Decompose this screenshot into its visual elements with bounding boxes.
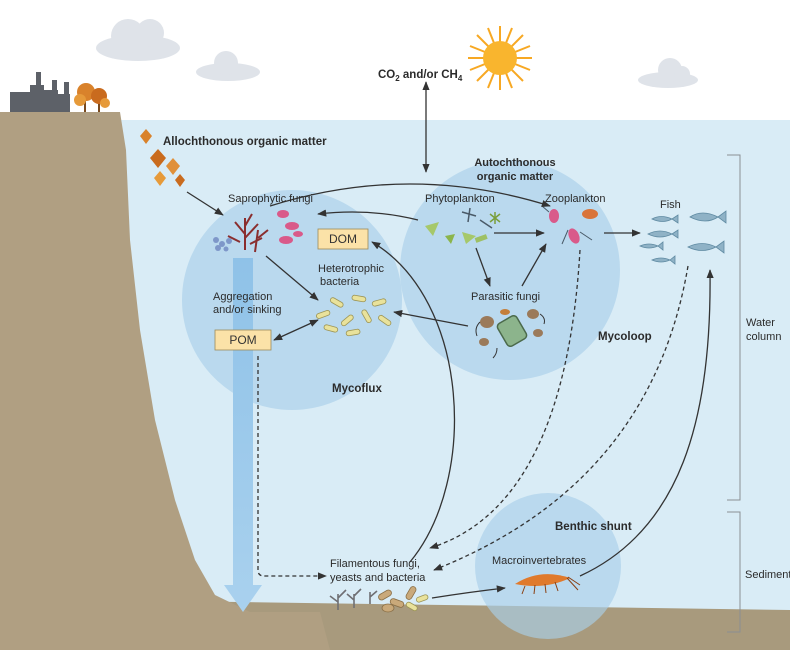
filamentous-label-line2: yeasts and bacteria xyxy=(330,572,426,584)
autochthonous-label-line1: Autochthonous xyxy=(474,157,555,169)
benthic-shunt-label: Benthic shunt xyxy=(555,521,632,533)
allochthonous-label: Allochthonous organic matter xyxy=(163,136,327,148)
factory-icon xyxy=(10,72,70,112)
dom-label: DOM xyxy=(329,232,357,246)
gas-label: CO2 and/or CH4 xyxy=(378,69,463,83)
parasitic-label: Parasitic fungi xyxy=(471,291,540,303)
saprophytic-label: Saprophytic fungi xyxy=(228,193,313,205)
mycoflux-label: Mycoflux xyxy=(332,383,382,395)
aggregation-label-line1: Aggregation xyxy=(213,291,272,303)
zooplankton-label: Zooplankton xyxy=(545,193,606,205)
sediment-label: Sediment xyxy=(745,569,790,581)
pom-label: POM xyxy=(229,333,256,347)
heterotrophic-label-line2: bacteria xyxy=(320,276,360,288)
cloud-icon xyxy=(638,58,698,88)
phytoplankton-label: Phytoplankton xyxy=(425,193,495,205)
water-column-label-line1: Water xyxy=(746,317,775,329)
heterotrophic-label-line1: Heterotrophic xyxy=(318,263,385,275)
aggregation-label-line2: and/or sinking xyxy=(213,304,282,316)
cloud-icon xyxy=(96,19,260,81)
filamentous-label-line1: Filamentous fungi, xyxy=(330,558,420,570)
autochthonous-label-line2: organic matter xyxy=(477,171,554,183)
fish-label: Fish xyxy=(660,199,681,211)
autumn-trees-icon xyxy=(74,83,110,112)
macroinvertebrates-label: Macroinvertebrates xyxy=(492,555,587,567)
water-column-label-line2: column xyxy=(746,331,781,343)
mycoloop-label: Mycoloop xyxy=(598,331,652,343)
sun-icon xyxy=(468,26,532,90)
